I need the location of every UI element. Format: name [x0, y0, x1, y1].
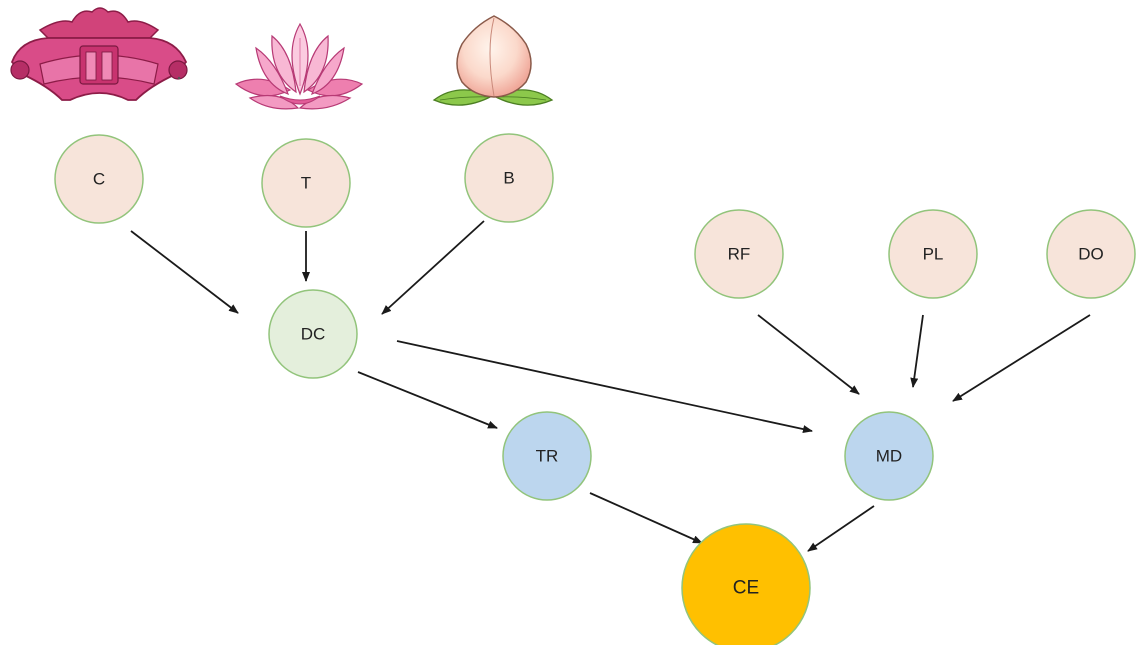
- node-t-circle: [261, 138, 351, 228]
- node-pl-label: PL: [923, 245, 944, 264]
- node-dc-label: DC: [301, 325, 326, 344]
- node-b: B: [464, 133, 554, 223]
- edges-layer: [130, 220, 1091, 552]
- node-pl-circle: [888, 209, 978, 299]
- node-dc: DC: [268, 289, 358, 379]
- node-ce: CE: [681, 523, 811, 645]
- edge-rf-to-md: [757, 314, 860, 395]
- node-b-label: B: [503, 169, 514, 188]
- peach-icon: [432, 15, 554, 106]
- edge-do-to-md: [952, 314, 1091, 402]
- node-c-circle: [54, 134, 144, 224]
- archway-icon: [10, 7, 188, 101]
- node-b-circle: [464, 133, 554, 223]
- node-rf: RF: [694, 209, 784, 299]
- node-tr: TR: [502, 411, 592, 501]
- node-c: C: [54, 134, 144, 224]
- edge-b-to-dc: [381, 220, 485, 315]
- nodes-layer: C T B RF PL DO DC TR MD CE: [54, 133, 1136, 645]
- node-do-circle: [1046, 209, 1136, 299]
- node-pl: PL: [888, 209, 978, 299]
- node-ce-label: CE: [733, 578, 759, 599]
- edge-tr-to-ce: [589, 492, 703, 544]
- node-do-label: DO: [1078, 245, 1104, 264]
- edge-dc-to-md: [396, 340, 813, 434]
- node-dc-circle: [268, 289, 358, 379]
- node-md: MD: [844, 411, 934, 501]
- node-rf-circle: [694, 209, 784, 299]
- lotus-icon: [234, 22, 364, 110]
- node-md-circle: [844, 411, 934, 501]
- node-md-label: MD: [876, 447, 902, 466]
- edge-dc-to-tr: [357, 371, 498, 429]
- edge-c-to-dc: [130, 230, 239, 314]
- node-ce-circle: [681, 523, 811, 645]
- node-tr-circle: [502, 411, 592, 501]
- node-do: DO: [1046, 209, 1136, 299]
- edge-pl-to-md: [910, 314, 924, 388]
- edge-md-to-ce: [807, 505, 875, 552]
- node-t: T: [261, 138, 351, 228]
- node-rf-label: RF: [728, 245, 751, 264]
- node-tr-label: TR: [536, 447, 559, 466]
- node-t-label: T: [301, 174, 311, 193]
- node-c-label: C: [93, 170, 105, 189]
